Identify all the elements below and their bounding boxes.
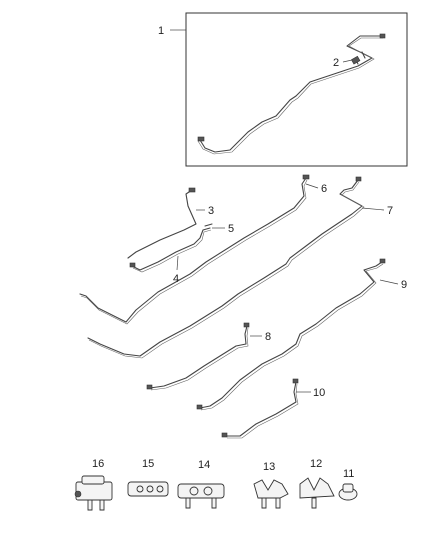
callout-12: 12 — [310, 458, 322, 470]
fuel-line-6[interactable] — [79, 174, 310, 325]
fuel-line-assembly-1[interactable] — [197, 33, 386, 155]
fuel-line-4[interactable] — [129, 227, 212, 273]
callout-11: 11 — [343, 468, 354, 480]
clip-12[interactable] — [299, 477, 335, 509]
inset-frame — [185, 12, 408, 167]
callout-3: 3 — [208, 205, 214, 217]
callout-9: 9 — [401, 279, 407, 291]
clip-11[interactable] — [338, 483, 358, 501]
callout-16: 16 — [92, 458, 104, 470]
callout-1: 1 — [158, 25, 164, 37]
connector-2[interactable] — [350, 55, 361, 65]
callout-2: 2 — [333, 57, 339, 69]
callout-15: 15 — [142, 458, 154, 470]
fuel-line-5[interactable] — [204, 223, 213, 227]
clip-14[interactable] — [177, 483, 225, 509]
fuel-line-7[interactable] — [87, 176, 365, 359]
leader-lines — [170, 29, 399, 393]
callout-10: 10 — [313, 387, 325, 399]
callout-4: 4 — [173, 273, 179, 285]
fuel-line-10[interactable] — [221, 378, 299, 439]
clip-15[interactable] — [127, 481, 169, 497]
callout-6: 6 — [321, 183, 327, 195]
clip-16[interactable] — [74, 475, 113, 511]
callout-8: 8 — [265, 331, 271, 343]
fuel-line-9[interactable] — [196, 258, 386, 411]
fuel-line-8[interactable] — [146, 322, 250, 391]
clip-13[interactable] — [253, 479, 289, 509]
callout-14: 14 — [198, 459, 210, 471]
callout-13: 13 — [263, 461, 275, 473]
callout-7: 7 — [387, 205, 393, 217]
callout-5: 5 — [228, 223, 234, 235]
fuel-line-3[interactable] — [127, 187, 197, 259]
